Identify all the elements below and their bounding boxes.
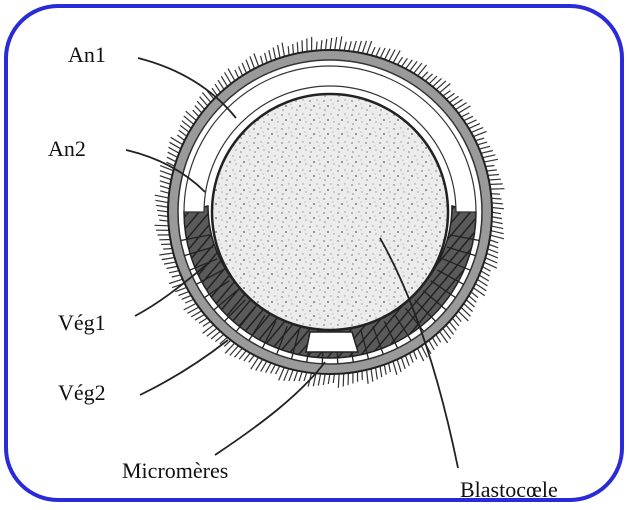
label-blastocoele: Blastocœle: [460, 477, 558, 502]
cilium: [489, 184, 503, 185]
micromeres-region: [306, 332, 358, 352]
label-veg1: Vég1: [58, 310, 106, 335]
cilium: [155, 225, 170, 226]
label-micromeres: Micromères: [122, 458, 228, 483]
cilium: [343, 372, 344, 386]
label-veg2: Vég2: [58, 380, 106, 405]
label-an2: An2: [48, 136, 86, 161]
blastocoel: [212, 94, 448, 330]
label-an1: An1: [68, 42, 106, 67]
